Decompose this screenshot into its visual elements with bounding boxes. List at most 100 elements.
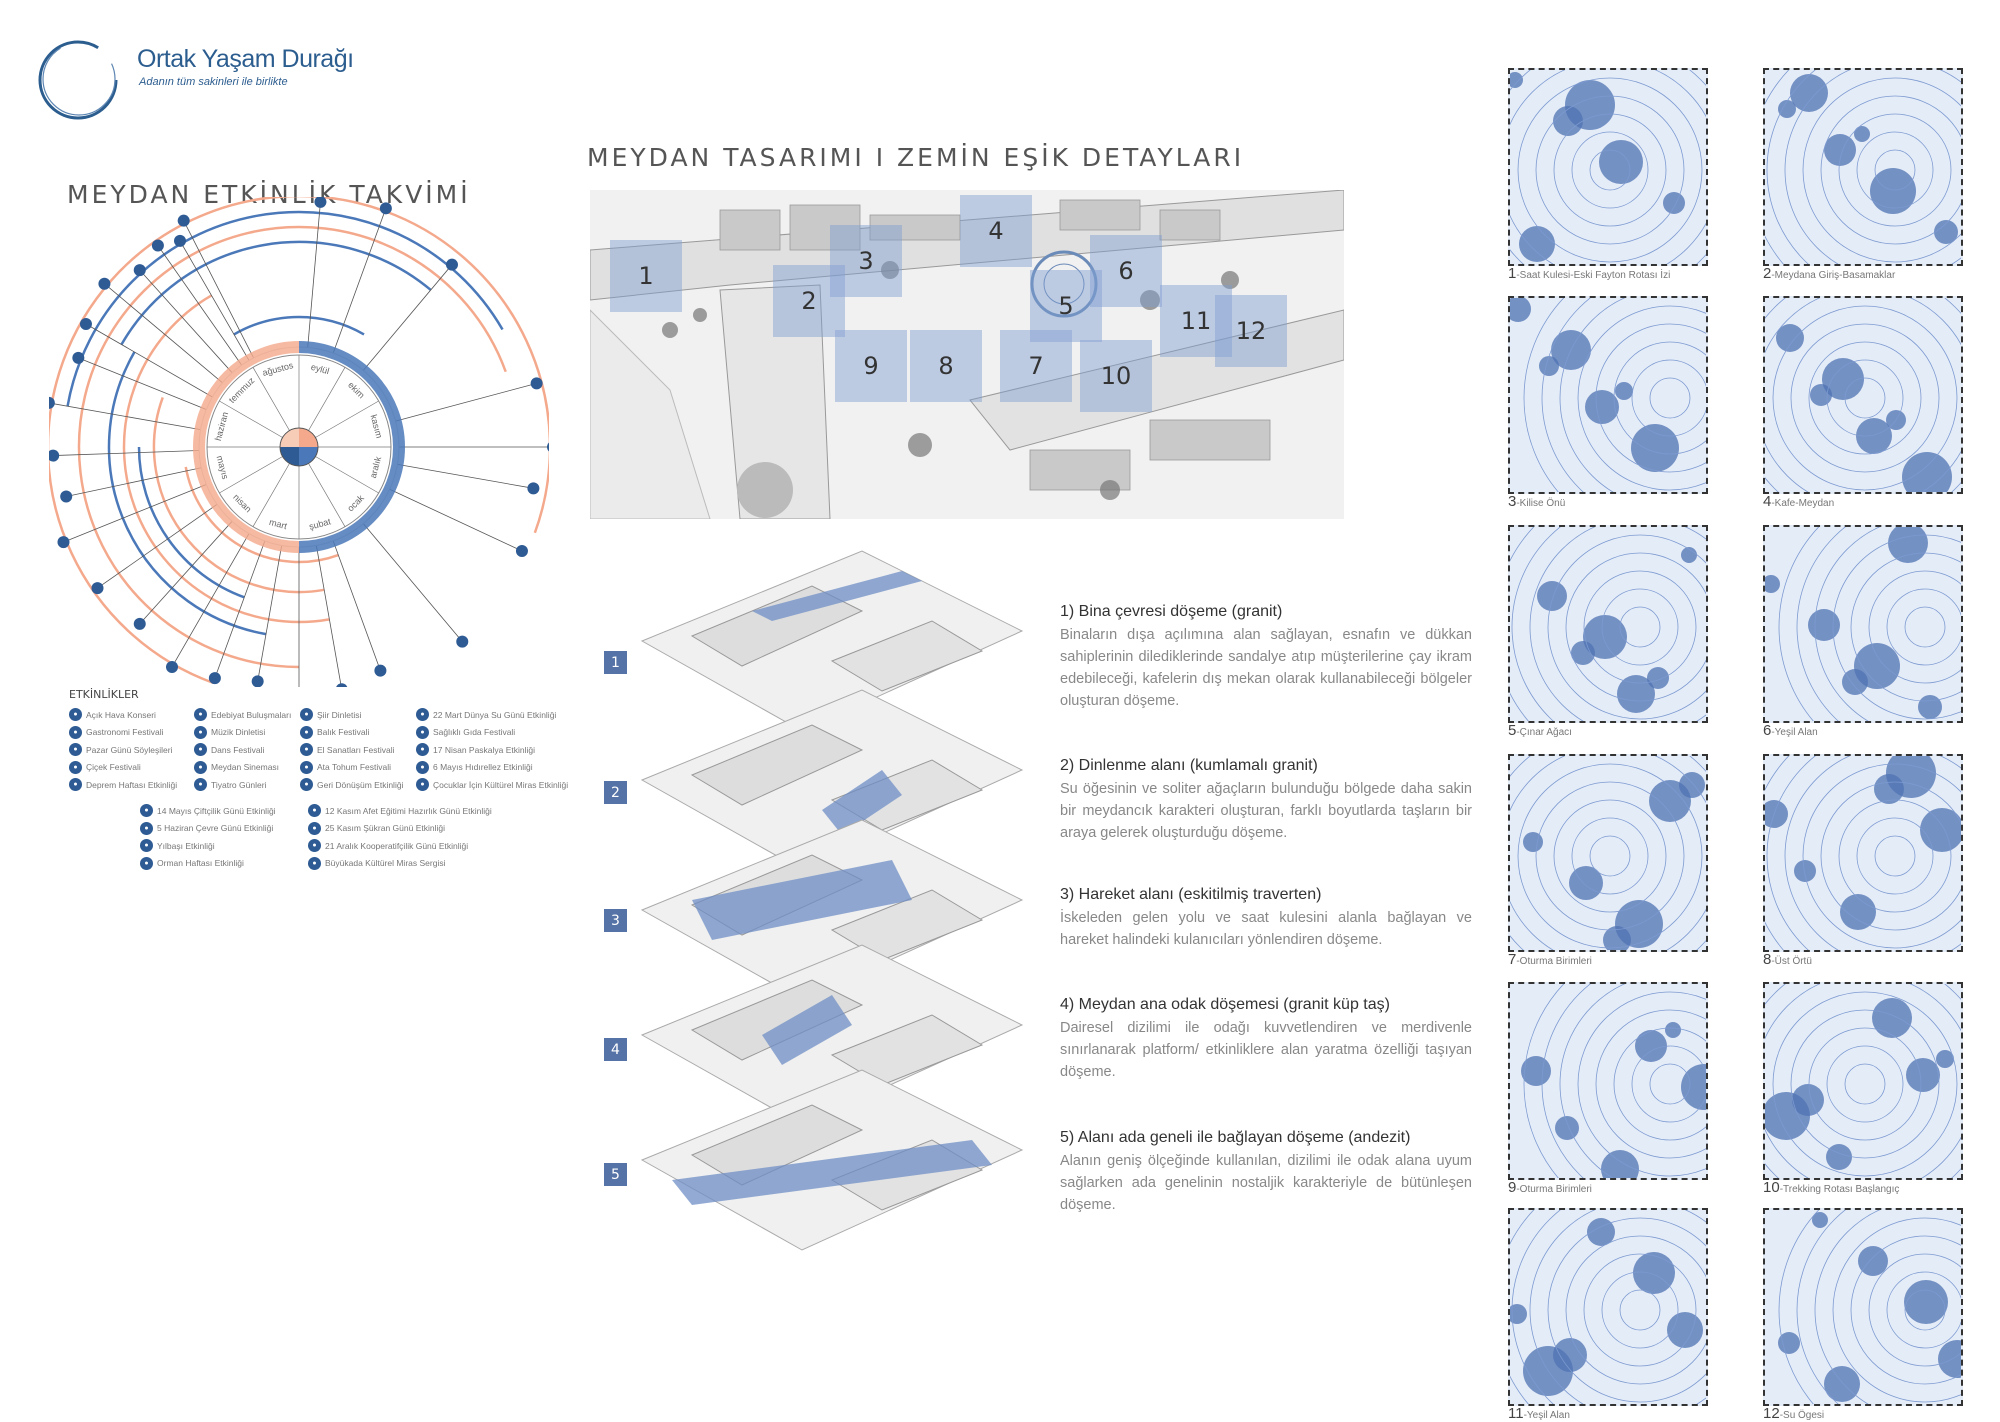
event-icon[interactable]	[314, 197, 327, 208]
event-icon[interactable]	[208, 672, 221, 685]
paving-text: Binaların dışa açılımına alan sağlayan, …	[1060, 627, 1472, 709]
plan-zone[interactable]	[1030, 270, 1102, 342]
detail-panel[interactable]	[1763, 982, 1963, 1180]
event-type-icon: ●	[308, 821, 321, 835]
detail-caption: 5-Çınar Ağacı	[1508, 722, 1572, 739]
legend-item: ●Geri Dönüşüm Etkinliği	[300, 776, 403, 793]
plan-zone[interactable]	[1000, 330, 1072, 402]
summer-half	[193, 341, 300, 553]
legend-item: ●El Sanatları Festivali	[300, 741, 394, 758]
detail-panel[interactable]	[1508, 982, 1708, 1180]
detail-panel[interactable]	[1763, 525, 1963, 723]
detail-caption: 7-Oturma Birimleri	[1508, 952, 1592, 968]
detail-panel[interactable]	[1508, 296, 1708, 494]
season-center	[279, 427, 319, 467]
event-icon[interactable]	[72, 351, 85, 364]
plan-zone[interactable]	[830, 225, 902, 297]
detail-label: -Oturma Birimleri	[1516, 1184, 1592, 1195]
event-icon[interactable]	[379, 202, 392, 215]
detail-caption: 10-Trekking Rotası Başlangıç	[1763, 1179, 1899, 1196]
legend-item: ●Çocuklar İçin Kültürel Miras Etkinliği	[416, 776, 568, 793]
event-type-icon: ●	[308, 839, 321, 852]
detail-number: 10	[1763, 1179, 1780, 1196]
plan-zone[interactable]	[835, 330, 907, 402]
event-arc	[122, 294, 330, 624]
event-arc	[233, 315, 365, 336]
event-icon[interactable]	[336, 683, 348, 687]
event-connector	[362, 264, 453, 371]
event-icon[interactable]	[166, 660, 178, 673]
logo-ring-icon	[38, 40, 118, 120]
paving-title: 1) Bina çevresi döşeme (granit)	[1060, 603, 1283, 620]
event-icon[interactable]	[133, 264, 146, 277]
detail-caption: 8-Üst Örtü	[1763, 952, 1812, 968]
paving-description: 5) Alanı ada geneli ile bağlayan döşeme …	[1060, 1129, 1472, 1216]
paving-title: 4) Meydan ana odak döşemesi (granit küp …	[1060, 996, 1390, 1013]
paving-title: 3) Hareket alanı (eskitilmiş traverten)	[1060, 886, 1322, 903]
legend-label: Tiyatro Günleri	[211, 779, 267, 790]
legend-label: Ata Tohum Festivali	[317, 762, 392, 772]
event-icon[interactable]	[174, 234, 186, 247]
event-icon[interactable]	[456, 635, 469, 648]
plan-zone[interactable]	[773, 265, 845, 337]
event-icon[interactable]	[530, 377, 543, 390]
detail-drawing	[1765, 70, 1961, 264]
detail-label: -Meydana Giriş-Basamaklar	[1771, 270, 1896, 281]
event-icon[interactable]	[49, 396, 55, 409]
detail-panel[interactable]	[1763, 1208, 1963, 1406]
event-icon[interactable]	[57, 536, 70, 549]
legend-label: 25 Kasım Şükran Günü Etkinliği	[325, 823, 446, 833]
detail-panel[interactable]	[1763, 68, 1963, 266]
plan-zone[interactable]	[910, 330, 982, 402]
detail-panel[interactable]	[1763, 754, 1963, 952]
event-icon[interactable]	[445, 258, 458, 271]
event-icon[interactable]	[547, 441, 549, 453]
plan-zone[interactable]	[1080, 340, 1152, 412]
event-type-icon: ●	[140, 804, 153, 817]
detail-panel[interactable]	[1763, 296, 1963, 494]
detail-panel[interactable]	[1508, 754, 1708, 952]
plan-zone[interactable]	[610, 240, 682, 312]
plan-zone-number: 12	[1236, 317, 1267, 345]
legend-label: Açık Hava Konseri	[86, 709, 156, 720]
detail-panel[interactable]	[1508, 525, 1708, 723]
detail-label: -Kilise Önü	[1516, 498, 1566, 509]
layer-badge: 3	[604, 909, 627, 932]
detail-label: -Yeşil Alan	[1771, 727, 1818, 738]
event-connector	[97, 504, 218, 589]
plan-zone[interactable]	[1215, 295, 1287, 367]
detail-number: 5	[1508, 722, 1517, 739]
event-icon[interactable]	[91, 582, 104, 595]
plan-zone[interactable]	[1090, 235, 1162, 307]
legend-label: 6 Mayıs Hıdırellez Etkinliği	[433, 762, 533, 772]
calendar-title: MEYDAN ETKİNLİK TAKVİMİ	[67, 180, 471, 209]
event-icon[interactable]	[374, 664, 387, 677]
event-icon[interactable]	[151, 239, 164, 252]
plan-zone[interactable]	[960, 195, 1032, 267]
detail-panel[interactable]	[1508, 68, 1708, 266]
event-icon[interactable]	[527, 482, 540, 495]
event-type-icon: ●	[140, 839, 153, 852]
event-icon[interactable]	[515, 544, 528, 557]
event-type-icon: ●	[300, 778, 313, 791]
event-icon[interactable]	[79, 318, 92, 330]
detail-drawing	[1510, 70, 1706, 264]
event-connector	[395, 382, 537, 422]
event-icon[interactable]	[251, 675, 264, 687]
event-icon[interactable]	[98, 277, 111, 290]
legend-item: ●6 Mayıs Hıdırellez Etkinliği	[416, 759, 533, 776]
event-icon[interactable]	[133, 617, 146, 630]
detail-panel[interactable]	[1508, 1208, 1708, 1406]
logo-title: Ortak Yaşam Durağı	[137, 45, 354, 73]
layer-badge: 5	[604, 1163, 627, 1186]
event-icon[interactable]	[60, 490, 73, 503]
legend-label: Orman Haftası Etkinliği	[157, 858, 244, 868]
event-type-icon: ●	[300, 743, 313, 756]
legend-label: 22 Mart Dünya Su Günü Etkinliği	[433, 709, 557, 720]
detail-drawing	[1510, 1210, 1706, 1404]
legend-label: 14 Mayıs Çiftçilik Günü Etkinliği	[157, 805, 276, 816]
event-icon[interactable]	[49, 449, 60, 462]
plan-zone[interactable]	[1160, 285, 1232, 357]
event-icon[interactable]	[177, 214, 190, 227]
